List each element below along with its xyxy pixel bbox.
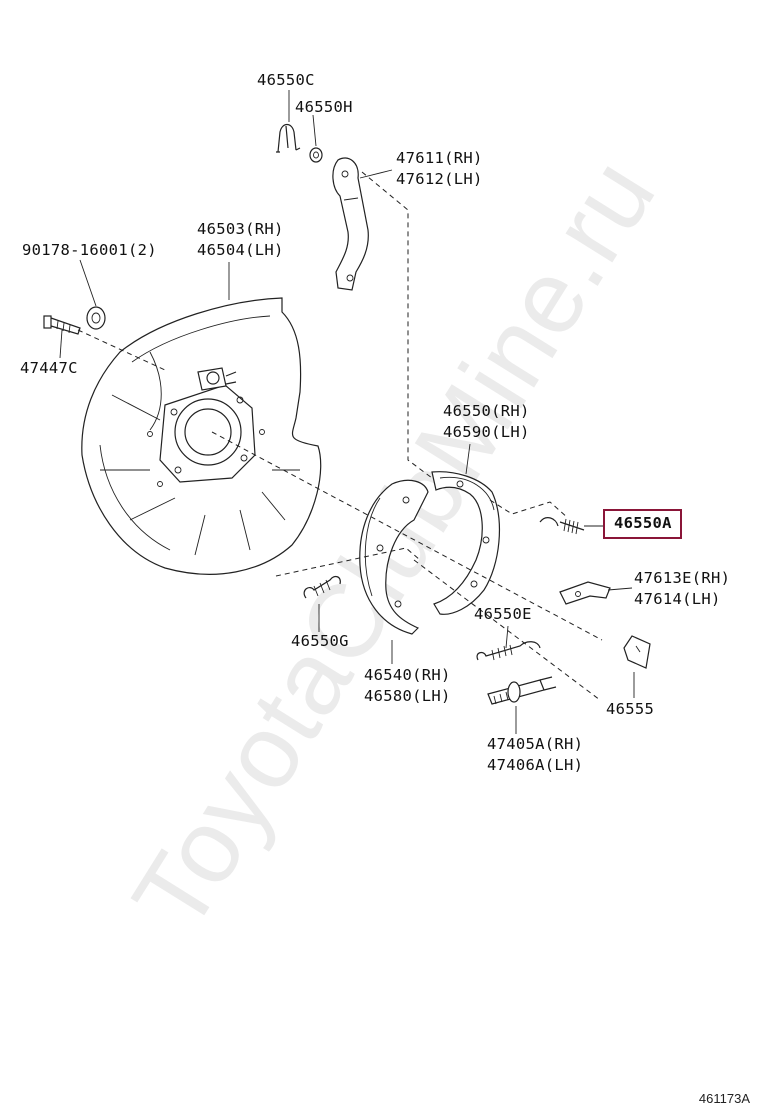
- washer-46550h: [309, 147, 323, 163]
- part-label-90178[interactable]: 90178-16001(2): [22, 241, 157, 259]
- part-label-47613e[interactable]: 47613E(RH): [634, 569, 731, 587]
- spring-46550g: [303, 575, 341, 599]
- spring-46550a: [539, 517, 585, 535]
- brake-shoe-rear: [431, 471, 500, 615]
- washer-90178: [86, 306, 106, 330]
- part-label-46503[interactable]: 46503(RH): [197, 220, 284, 238]
- part-label-46590[interactable]: 46590(LH): [443, 423, 530, 441]
- spring-46550e: [476, 641, 541, 661]
- part-label-46550[interactable]: 46550(RH): [443, 402, 530, 420]
- part-label-47614[interactable]: 47614(LH): [634, 590, 721, 608]
- part-label-46550g[interactable]: 46550G: [291, 632, 349, 650]
- part-label-47405a[interactable]: 47405A(RH): [487, 735, 584, 753]
- clip-46550c: [276, 123, 301, 153]
- part-label-47406a[interactable]: 47406A(LH): [487, 756, 584, 774]
- part-label-46580[interactable]: 46580(LH): [364, 687, 451, 705]
- part-label-46550c[interactable]: 46550C: [257, 71, 315, 89]
- part-label-47447c[interactable]: 47447C: [20, 359, 78, 377]
- part-label-46555[interactable]: 46555: [606, 700, 655, 718]
- adjusting-lever: [559, 581, 611, 605]
- backing-plate: [81, 297, 322, 575]
- leader-lines: [59, 90, 635, 734]
- diagram-id: 461173A: [698, 1091, 750, 1106]
- part-label-46550e[interactable]: 46550E: [474, 605, 532, 623]
- parking-brake-lever: [332, 157, 369, 291]
- part-label-47611[interactable]: 47611(RH): [396, 149, 483, 167]
- part-label-46504[interactable]: 46504(LH): [197, 241, 284, 259]
- part-label-46540[interactable]: 46540(RH): [364, 666, 451, 684]
- strut-46555: [623, 635, 651, 669]
- adjuster-assembly: [487, 676, 557, 705]
- assembly-lines: [77, 171, 603, 701]
- brake-shoe-front: [359, 479, 429, 635]
- part-label-46550h[interactable]: 46550H: [295, 98, 353, 116]
- part-label-46550a[interactable]: 46550A: [603, 509, 682, 539]
- part-label-47612[interactable]: 47612(LH): [396, 170, 483, 188]
